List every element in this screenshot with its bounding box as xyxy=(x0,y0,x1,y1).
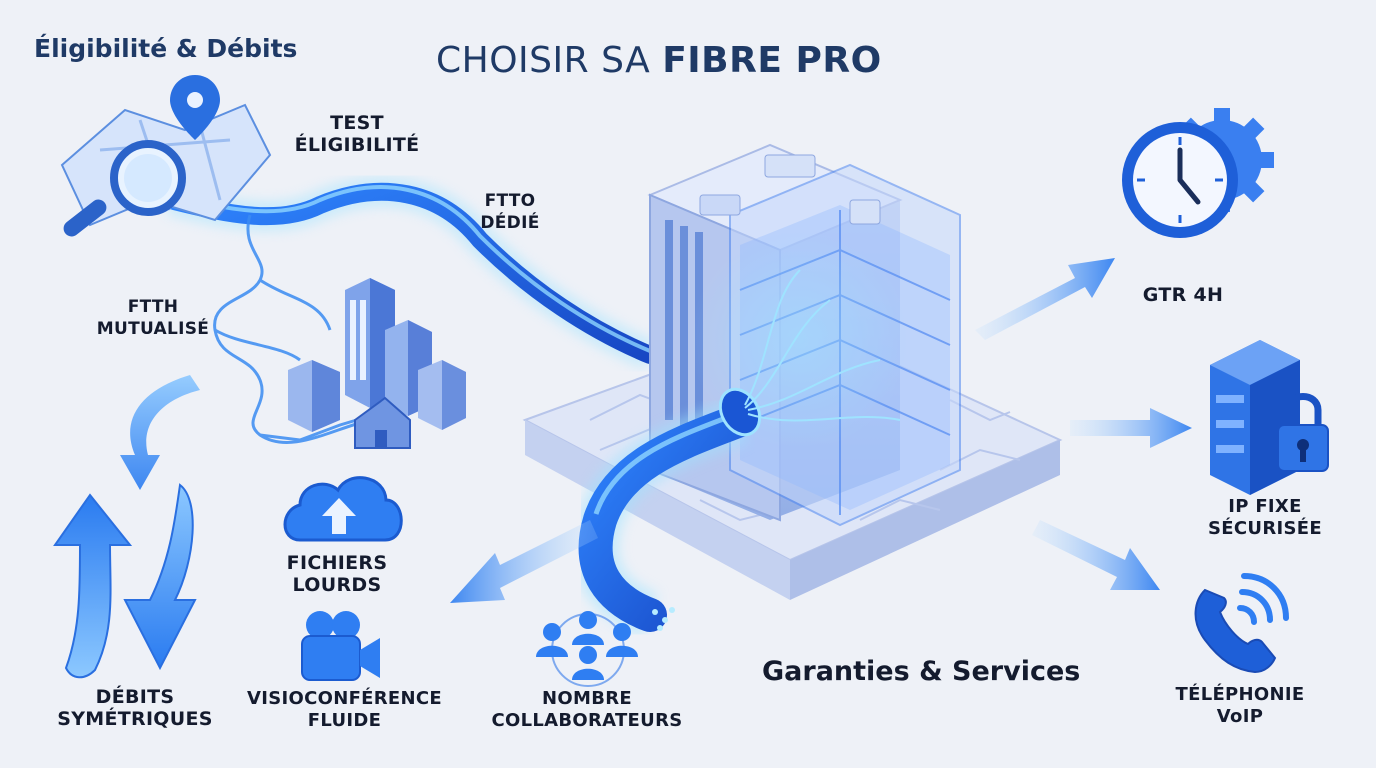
video-camera-icon xyxy=(301,611,380,681)
down-arrow-icon xyxy=(123,483,197,671)
section-eligibility-title: Éligibilité & Débits xyxy=(34,34,298,63)
label-voip: TÉLÉPHONIE VoIP xyxy=(1160,684,1320,728)
phone-waves-icon xyxy=(1194,573,1289,674)
flow-arrow-symmetric xyxy=(120,375,200,490)
ftto-fiber-cable xyxy=(161,176,659,369)
label-eligibility-test: TEST ÉLIGIBILITÉ xyxy=(262,112,452,156)
label-line: SYMÉTRIQUES xyxy=(57,708,213,730)
location-pin-icon xyxy=(170,75,220,140)
label-line: MUTUALISÉ xyxy=(96,319,210,339)
label-line: NOMBRE xyxy=(542,688,632,709)
fiber-cable-entry xyxy=(572,269,901,637)
flow-arrow-voip xyxy=(1032,520,1160,590)
label-ftth: FTTH MUTUALISÉ xyxy=(78,296,228,340)
label-line: TÉLÉPHONIE xyxy=(1175,684,1305,705)
title-bold: FIBRE PRO xyxy=(662,40,882,81)
buildings-icon xyxy=(288,278,466,432)
label-line: DÉBITS xyxy=(95,686,175,708)
label-symmetric-speeds: DÉBITS SYMÉTRIQUES xyxy=(40,686,230,730)
title-normal: CHOISIR SA xyxy=(436,40,651,81)
label-line: GTR 4H xyxy=(1142,284,1224,306)
label-line: IP FIXE xyxy=(1228,496,1302,517)
page-title: CHOISIR SA FIBRE PRO xyxy=(436,40,882,81)
label-fixed-ip: IP FIXE SÉCURISÉE xyxy=(1180,496,1350,540)
flow-arrow-collaborators xyxy=(450,520,598,603)
section-services-title: Garanties & Services xyxy=(762,656,1081,687)
label-line: VISIOCONFÉRENCE xyxy=(247,688,442,709)
label-line: DÉDIÉ xyxy=(480,213,540,233)
label-line: TEST xyxy=(330,112,384,134)
house-icon xyxy=(354,396,411,449)
label-line: ÉLIGIBILITÉ xyxy=(294,134,420,156)
people-group-icon xyxy=(536,611,638,687)
label-heavy-files: FICHIERS LOURDS xyxy=(262,552,412,596)
label-line: FTTO xyxy=(484,191,536,211)
label-line: FLUIDE xyxy=(307,710,382,731)
label-video-conference: VISIOCONFÉRENCE FLUIDE xyxy=(232,688,457,732)
label-line: COLLABORATEURS xyxy=(491,710,683,731)
up-arrow-icon xyxy=(53,493,133,679)
flow-arrow-ip xyxy=(1070,408,1192,448)
label-line: FICHIERS xyxy=(286,552,388,574)
clock-gear-icon xyxy=(1122,108,1274,238)
label-ftto: FTTO DÉDIÉ xyxy=(455,190,565,234)
server-lock-icon xyxy=(1210,340,1329,495)
label-line: VoIP xyxy=(1216,706,1264,727)
cloud-upload-icon xyxy=(283,476,403,542)
label-line: LOURDS xyxy=(292,574,382,596)
main-office-building xyxy=(647,143,961,527)
label-line: FTTH xyxy=(127,297,179,317)
flow-arrow-gtr xyxy=(975,258,1115,340)
map-magnifier-icon xyxy=(60,103,272,237)
label-line: SÉCURISÉE xyxy=(1208,518,1322,539)
label-gtr: GTR 4H xyxy=(1118,284,1248,306)
label-collaborators: NOMBRE COLLABORATEURS xyxy=(476,688,698,732)
